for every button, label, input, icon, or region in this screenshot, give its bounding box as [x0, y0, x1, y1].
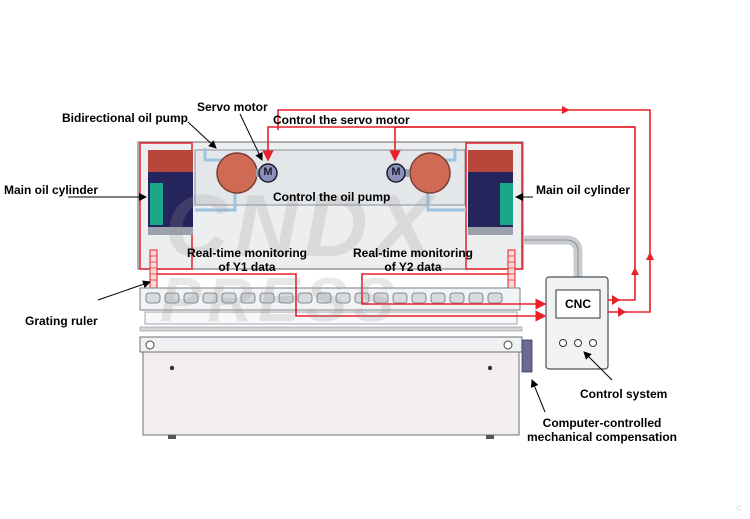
label-realtime-y1-line2: of Y1 data: [218, 260, 276, 274]
beam-chain: [145, 292, 503, 304]
control-knob-3: [589, 339, 597, 347]
right-main-oil-cylinder: [465, 142, 523, 270]
watermark-bottom: PRESS: [160, 266, 401, 335]
label-compensation-line2: mechanical compensation: [526, 430, 678, 444]
control-knob-1: [559, 339, 567, 347]
right-motor-letter: M: [391, 166, 401, 178]
compensation-cylinder: [521, 339, 533, 373]
guide-bar: [139, 326, 523, 332]
lower-table: [142, 351, 520, 436]
label-realtime-y2-line2: of Y2 data: [384, 260, 442, 274]
left-main-oil-cylinder: [139, 142, 193, 270]
signal-arrows: [562, 106, 654, 317]
corner-mark: ©: [736, 504, 742, 513]
left-grating-ruler: [149, 249, 158, 289]
right-servo-motor-shaft: [403, 169, 409, 177]
leader-arrows: [68, 113, 613, 413]
cable-duct: [523, 235, 583, 278]
cnc-label: CNC: [565, 297, 591, 311]
label-compensation-line1: Computer-controlled: [542, 416, 662, 430]
punch-rail: [144, 311, 518, 325]
right-bidirectional-oil-pump: [409, 152, 451, 194]
lower-table-top: [139, 336, 523, 353]
label-main-oil-cylinder-left: Main oil cylinder: [4, 183, 99, 197]
label-realtime-y2-line1: Real-time monitoring: [352, 246, 473, 260]
signal-lines: [157, 109, 651, 322]
label-control-system: Control system: [580, 387, 668, 401]
left-servo-motor: [258, 163, 278, 183]
label-bidirectional-oil-pump: Bidirectional oil pump: [62, 111, 189, 125]
cnc-display: [555, 289, 601, 319]
label-control-servo-motor: Control the servo motor: [273, 113, 410, 127]
left-motor-letter: M: [263, 166, 273, 178]
label-realtime-y1-line1: Real-time monitoring: [186, 246, 307, 260]
control-knob-2: [574, 339, 582, 347]
watermark-top: CNDX: [165, 176, 439, 275]
right-grating-ruler: [507, 249, 516, 289]
right-servo-motor: [386, 163, 406, 183]
label-grating-ruler: Grating ruler: [25, 314, 98, 328]
label-control-oil-pump: Control the oil pump: [273, 190, 391, 204]
label-main-oil-cylinder-right: Main oil cylinder: [536, 183, 631, 197]
label-servo-motor: Servo motor: [197, 100, 268, 114]
